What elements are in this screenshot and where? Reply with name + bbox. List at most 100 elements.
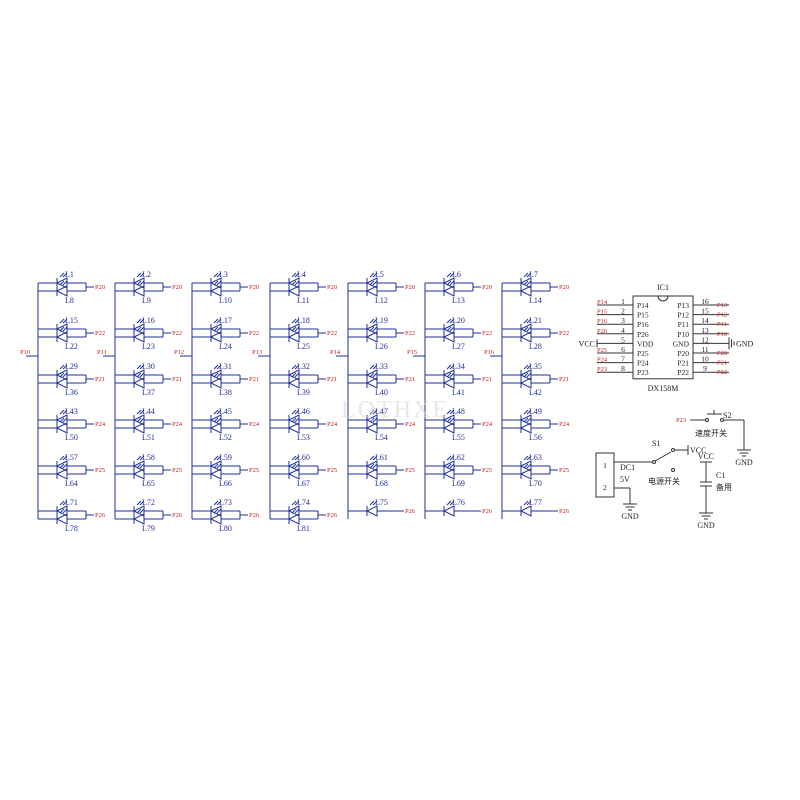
led-label: L40 xyxy=(375,388,388,397)
ic-pin-name: P16 xyxy=(637,320,649,329)
led-l38 xyxy=(209,372,222,389)
led-triangle xyxy=(132,369,145,381)
ic-pin-number: 8 xyxy=(621,364,625,373)
led-ray xyxy=(136,372,142,378)
led-ray xyxy=(446,326,452,332)
led-ray xyxy=(291,508,297,514)
led-triangle xyxy=(287,377,300,389)
led-ray xyxy=(449,318,455,324)
cap-ground: GND xyxy=(697,507,715,530)
led-ray xyxy=(291,417,297,423)
led-label: L41 xyxy=(452,388,465,397)
ic-pin-name: P22 xyxy=(677,368,689,377)
led-ray xyxy=(62,364,68,370)
led-triangle xyxy=(365,460,378,472)
led-ray xyxy=(213,463,219,469)
dc-jack-pin2: 2 xyxy=(603,483,607,492)
vcc-label: VCC xyxy=(579,339,595,348)
ic-left-net: P23 xyxy=(597,366,607,373)
led-ray xyxy=(216,417,222,423)
ic-pin-number: 13 xyxy=(701,326,709,335)
led-ray xyxy=(449,500,455,506)
led-triangle xyxy=(132,277,145,289)
led-label: L64 xyxy=(65,479,78,488)
led-ray xyxy=(139,372,145,378)
led-ray xyxy=(369,318,375,324)
led-ray xyxy=(59,326,65,332)
ground-label: GND xyxy=(735,458,753,467)
ic-pin-number: 2 xyxy=(621,307,625,316)
speed-switch-ref: S2 xyxy=(723,411,731,420)
led-triangle xyxy=(442,505,455,517)
led-l77 xyxy=(519,500,532,517)
led-l26 xyxy=(365,326,378,343)
led-triangle xyxy=(442,377,455,389)
led-l68 xyxy=(365,463,378,480)
led-ray xyxy=(136,272,142,278)
led-l49 xyxy=(519,409,532,426)
power-switch-ref: S1 xyxy=(652,439,660,448)
led-ray xyxy=(294,326,300,332)
led-ray xyxy=(523,463,529,469)
led-ray xyxy=(216,272,222,278)
led-label: L42 xyxy=(529,388,542,397)
led-ray xyxy=(294,455,300,461)
led-label: L25 xyxy=(297,342,310,351)
led-label: L22 xyxy=(65,342,78,351)
led-label: L78 xyxy=(65,524,78,533)
led-ray xyxy=(136,364,142,370)
led-ray xyxy=(136,318,142,324)
power-switch-blade xyxy=(654,451,672,462)
led-ray xyxy=(62,318,68,324)
led-l14 xyxy=(519,280,532,297)
ic-pin-name: P23 xyxy=(637,368,649,377)
led-ray xyxy=(59,463,65,469)
led-triangle xyxy=(209,505,222,517)
led-label: L31 xyxy=(219,362,232,371)
led-ray xyxy=(62,326,68,332)
led-ray xyxy=(62,500,68,506)
led-label: L7 xyxy=(529,270,538,279)
led-label: L80 xyxy=(219,524,232,533)
led-label: L65 xyxy=(142,479,155,488)
led-ray xyxy=(369,272,375,278)
led-ray xyxy=(523,318,529,324)
led-ray xyxy=(446,372,452,378)
switch-pivot xyxy=(652,460,656,464)
led-ray xyxy=(216,372,222,378)
led-l27 xyxy=(442,326,455,343)
led-ray xyxy=(213,326,219,332)
led-label: L4 xyxy=(297,270,306,279)
led-label: L5 xyxy=(375,270,384,279)
anode-net-label: P22 xyxy=(95,330,105,337)
cap-label: 备用 xyxy=(716,482,732,492)
led-triangle xyxy=(365,468,378,480)
led-l81 xyxy=(287,508,300,525)
led-label: L57 xyxy=(65,453,78,462)
ic-pin-name: P14 xyxy=(637,301,649,310)
led-l39 xyxy=(287,372,300,389)
led-ray xyxy=(291,280,297,286)
led-label: L69 xyxy=(452,479,465,488)
ic-pin-name: GND xyxy=(673,339,690,348)
led-triangle xyxy=(55,323,68,335)
led-label: L6 xyxy=(452,270,461,279)
led-ray xyxy=(369,364,375,370)
led-label: L36 xyxy=(65,388,78,397)
led-triangle xyxy=(365,285,378,297)
led-ray xyxy=(136,280,142,286)
led-ray xyxy=(372,417,378,423)
led-ray xyxy=(526,326,532,332)
led-triangle xyxy=(287,422,300,434)
switch-contact xyxy=(705,418,709,422)
led-l69 xyxy=(442,463,455,480)
led-triangle xyxy=(209,331,222,343)
led-label: L47 xyxy=(375,407,388,416)
led-ray xyxy=(449,280,455,286)
led-ray xyxy=(216,326,222,332)
